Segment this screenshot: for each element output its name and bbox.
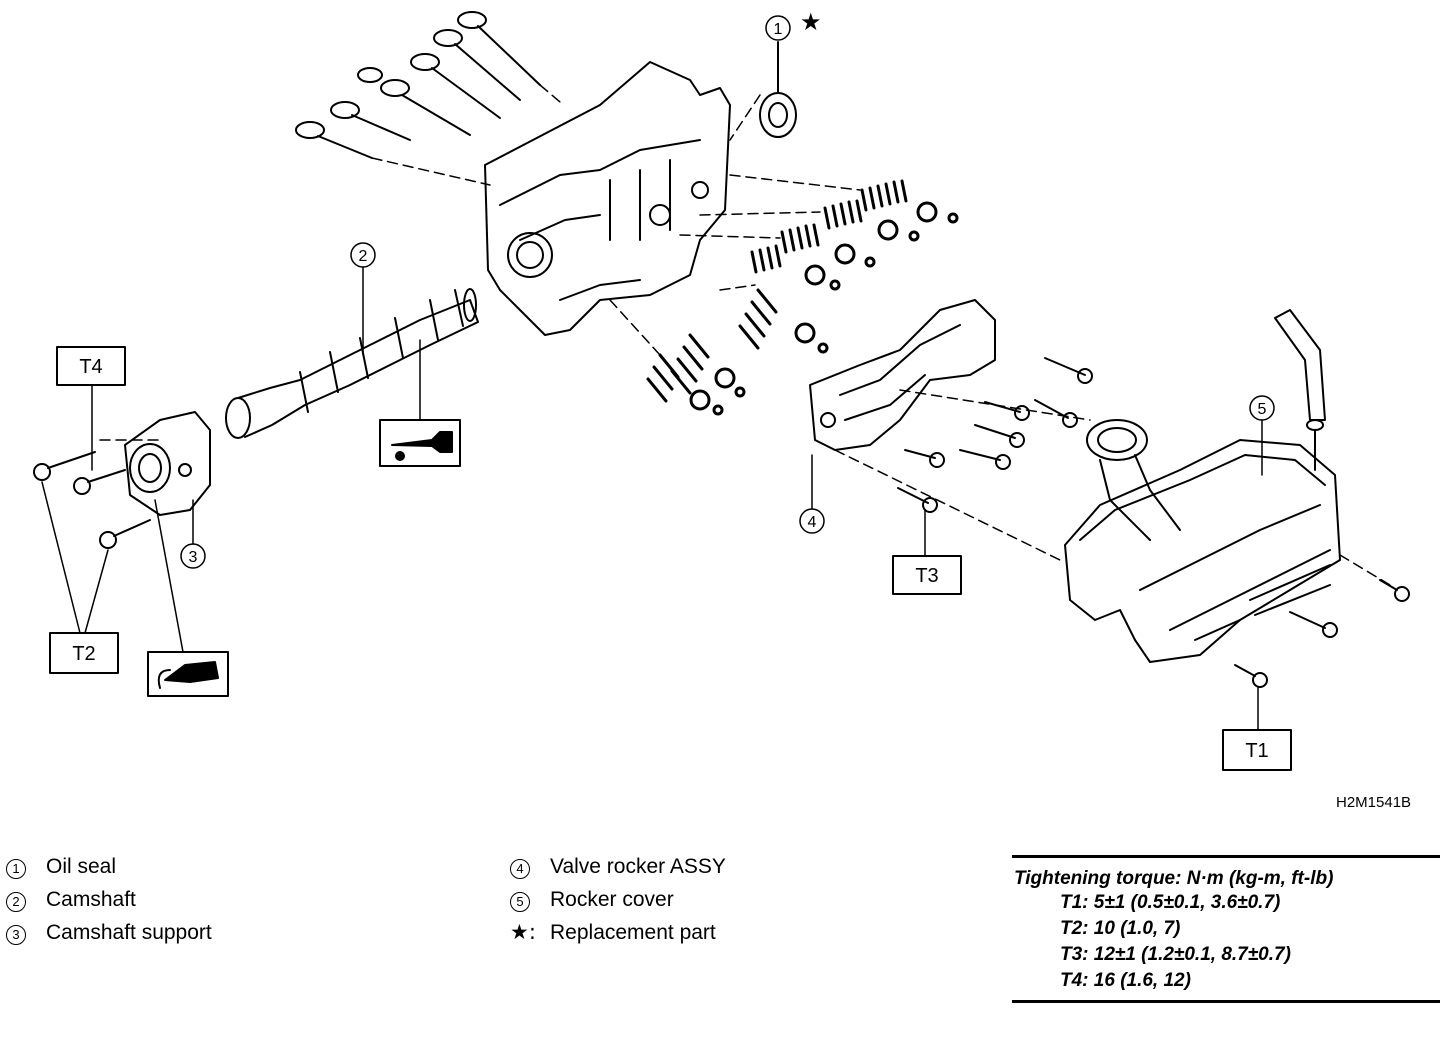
legend-middle: 4 Valve rocker ASSY 5 Rocker cover ★: Re… <box>510 850 726 949</box>
legend-text: Oil seal <box>46 855 117 878</box>
alignment-lines <box>99 84 1391 586</box>
drawing-code: H2M1541B <box>1336 794 1412 811</box>
legend-number: 4 <box>510 859 530 879</box>
callout-2: 2 <box>359 248 368 265</box>
torque-tag-boxes <box>49 346 1292 771</box>
replacement-star-icon: ★ <box>800 8 822 36</box>
legend-item: 5 Rocker cover <box>510 883 726 916</box>
support-bolts <box>33 451 151 549</box>
tag-t4: T4 <box>79 356 102 378</box>
tag-t3: T3 <box>915 565 938 587</box>
star-marker: ★: <box>510 920 536 944</box>
camshaft <box>225 288 479 439</box>
legend-text: Camshaft <box>46 888 136 911</box>
legend-item: 4 Valve rocker ASSY <box>510 850 726 883</box>
valve-springs <box>646 179 959 416</box>
legend-left: 1 Oil seal 2 Camshaft 3 Camshaft support <box>6 850 212 949</box>
valve-rocker-assy <box>809 299 1093 513</box>
tag-t2: T2 <box>72 643 95 665</box>
camshaft-support <box>124 411 211 516</box>
oil-symbol <box>379 419 461 467</box>
oil-seal <box>759 41 797 138</box>
legend-item: ★: Replacement part <box>510 916 726 949</box>
torque-spec-table: Tightening torque: N·m (kg-m, ft-lb) T1:… <box>1012 855 1440 1003</box>
torque-row-t2: T2: 10 (1.0, 7) <box>1060 918 1181 939</box>
legend-item: 2 Camshaft <box>6 883 212 916</box>
grease-symbol <box>147 651 229 697</box>
legend-number: 2 <box>6 892 26 912</box>
torque-title: Tightening torque: N·m (kg-m, ft-lb) <box>1014 868 1334 889</box>
legend-text: Camshaft support <box>46 921 212 944</box>
callout-3: 3 <box>189 549 198 566</box>
legend-number: 1 <box>6 859 26 879</box>
torque-row-t4: T4: 16 (1.6, 12) <box>1060 970 1191 991</box>
legend-item: 3 Camshaft support <box>6 916 212 949</box>
valves <box>295 11 541 159</box>
legend-text: Replacement part <box>550 921 716 944</box>
legend-number: 5 <box>510 892 530 912</box>
torque-row-t3: T3: 12±1 (1.2±0.1, 8.7±0.7) <box>1060 944 1291 965</box>
legend-text: Valve rocker ASSY <box>550 855 726 878</box>
callout-4: 4 <box>808 514 817 531</box>
cylinder-head <box>484 61 731 336</box>
legend-text: Rocker cover <box>550 888 674 911</box>
legend-item: 1 Oil seal <box>6 850 212 883</box>
tag-t1: T1 <box>1245 740 1268 762</box>
torque-row-t1: T1: 5±1 (0.5±0.1, 3.6±0.7) <box>1060 892 1281 913</box>
callout-5: 5 <box>1258 401 1267 418</box>
rocker-cover <box>1064 309 1410 688</box>
legend-number: 3 <box>6 925 26 945</box>
callout-1: 1 <box>774 21 783 38</box>
exploded-view-diagram: 1 ★ 2 3 4 5 T4 T2 T3 T1 <box>33 8 1410 771</box>
leader-lines <box>41 266 1263 731</box>
